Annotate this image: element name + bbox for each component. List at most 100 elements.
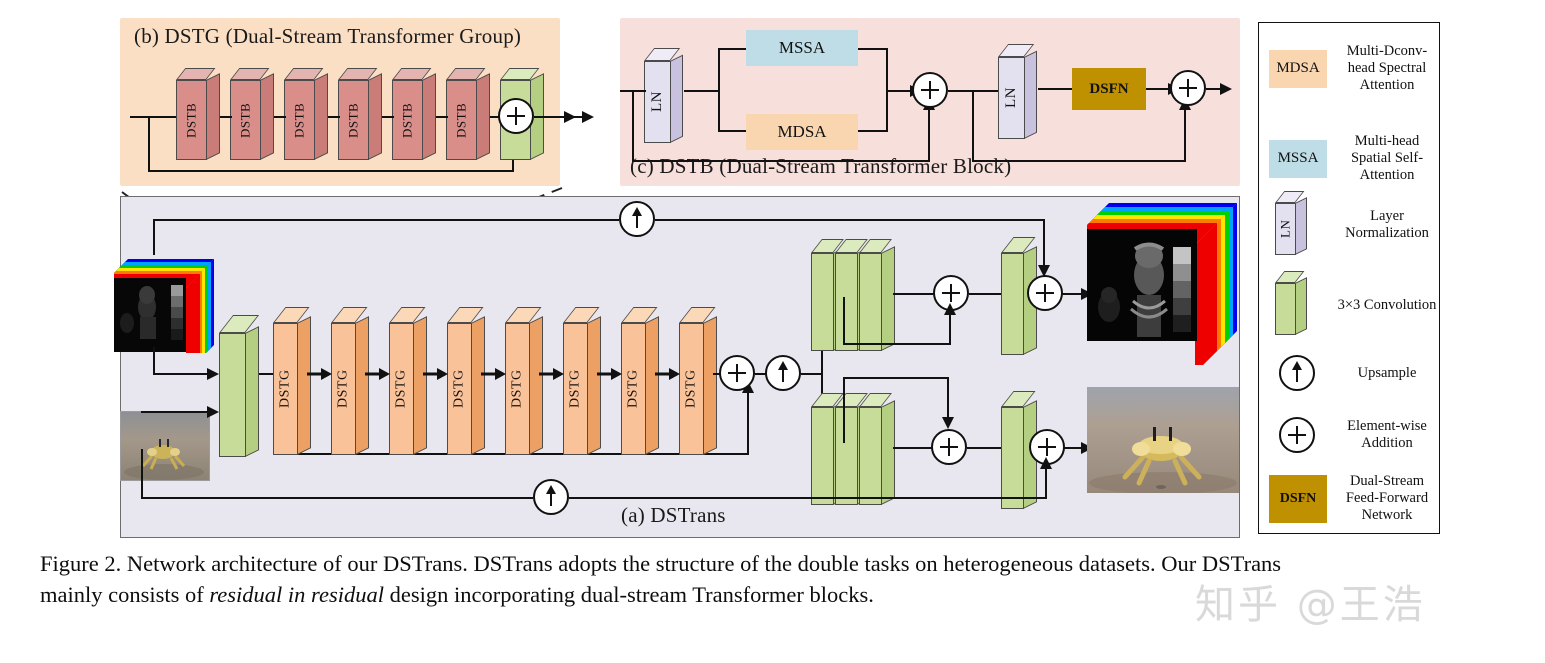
wire-a-bot-conv-out [893,447,943,449]
wire-a-bot-skip-down [947,377,949,419]
wire-b-skip [148,170,514,172]
legend-chip-mssa: MSSA [1269,139,1327,178]
legend-item-mdsa: MDSA Multi-Dconv-head Spectral Attention [1269,43,1439,94]
arrow-a-hsi-in [207,368,219,380]
caption-line-2-b: design incorporating dual-stream Transfo… [383,582,874,607]
wire-a-top-skip-down [843,297,845,345]
wire-a-hsi-to-conv [153,373,217,375]
arrow-dstg-2-3 [365,368,390,380]
wire-c-skip2-down [972,90,974,162]
wire-a-global-hsi-up [153,219,155,255]
wire-b-skip-down [148,116,150,172]
wire-a-bot-skip-v [843,377,845,443]
wire-c-skip1 [632,160,930,162]
wire-c-mid [948,90,1000,92]
wire-b-1 [220,116,232,118]
arrow-dstg-7-8 [655,368,680,380]
add-circle-a-main [719,355,755,391]
panel-dstrans: (a) DSTrans [114,196,1243,538]
wire-c-merge-h [886,90,920,92]
wire-a-global-rgb-up [1045,465,1047,499]
add-circle-top-2 [1027,275,1063,311]
wire-a-hsi-down [153,347,155,375]
wire-a-top-skip-up [949,311,951,343]
legend-text-mdsa: Multi-Dconv-head Spectral Attention [1346,43,1428,93]
legend-item-upsample: Upsample [1269,353,1439,393]
dstb-label-5: DSTB [399,102,415,138]
wire-a-top-conv-out [893,293,943,295]
caption-emphasis: residual in residual [209,582,384,607]
arrow-dstg-3-4 [423,368,448,380]
wire-b-5 [436,116,448,118]
wire-c-mssa-out [858,48,888,50]
wire-a-bot-out [1065,447,1089,449]
legend-chip-upsample [1269,353,1327,393]
dstg-label-2: DSTG [335,369,351,409]
panel-dstg: (b) DSTG (Dual-Stream Transformer Group)… [120,18,594,186]
dstg-label-6: DSTG [567,369,583,409]
wire-a-add-to-up [755,373,769,375]
dstg-label-5: DSTG [509,369,525,409]
wire-a-global-rgb-2 [569,497,1047,499]
legend-text-addition: Element-wise Addition [1347,418,1427,451]
arrow-dstg-1-2 [307,368,332,380]
wire-a-global-rgb-down [141,449,143,499]
mssa-block: MSSA [746,30,858,66]
arrow-b-out [564,111,576,123]
output-hyperspectral-cube [1087,203,1243,365]
dstg-label-1: DSTG [277,369,293,409]
legend-text-mssa: Multi-head Spatial Self-Attention [1350,133,1424,183]
arrow-a-global-rgb [1040,457,1052,469]
dstg-label-3: DSTG [393,369,409,409]
wire-a-branch-split [821,297,823,443]
legend-chip-mdsa: MDSA [1269,49,1327,88]
watermark: 知乎 @王浩 [1195,582,1426,628]
wire-c-to-mdsa [718,130,746,132]
arrow-a-top-skip [944,303,956,315]
wire-a-global-hsi-1 [153,219,619,221]
wire-a-up-out [801,373,823,375]
legend-text-upsample: Upsample [1357,364,1417,381]
panel-b-title: (b) DSTG (Dual-Stream Transformer Group) [134,24,522,48]
arrow-dstg-4-5 [481,368,506,380]
dstb-label-1: DSTB [183,102,199,138]
wire-b-3 [328,116,340,118]
wire-c-to-mssa [718,48,746,50]
add-circle-c-2 [1170,70,1206,106]
wire-a-top-skip [843,343,951,345]
panel-a-title: (a) DSTrans [621,503,726,527]
wire-c-to-dsfn [1038,88,1074,90]
dstg-label-4: DSTG [451,369,467,409]
wire-a-bot-skip-h [843,377,949,379]
caption-line-2: mainly consists of residual in residual … [40,579,1510,610]
legend-chip-dsfn: DSFN [1269,474,1327,523]
legend-item-ln: LN Layer Normalization [1269,191,1439,259]
legend-item-mssa: MSSA Multi-head Spatial Self-Attention [1269,133,1439,184]
input-rgb-image [120,411,210,481]
legend-chip-addition [1269,415,1327,455]
output-rgb-image [1087,387,1239,493]
ln-label-2: LN [1003,87,1019,109]
legend-text-ln: Layer Normalization [1345,208,1429,241]
add-circle-bottom-1 [931,429,967,465]
dstb-label-6: DSTB [453,102,469,138]
dstb-label-4: DSTB [345,102,361,138]
upsample-icon [1279,355,1315,391]
legend-item-dsfn: DSFN Dual-Stream Feed-Forward Network [1269,473,1439,524]
wire-a-top-out [1063,293,1089,295]
upsample-circle-top [619,201,655,237]
plus-icon [1279,417,1315,453]
dstg-label-8: DSTG [683,369,699,409]
panel-dstb: (c) DSTB (Dual-Stream Transformer Block)… [620,18,1240,186]
arrow-a-rgb-in [207,406,219,418]
upsample-circle-bottom [533,479,569,515]
legend-text-conv: 3×3 Convolution [1337,296,1437,313]
wire-a-rgb-to-conv [141,411,217,413]
arrow-a-bot-skip [942,417,954,429]
upsample-circle-main [765,355,801,391]
wire-a-global-rgb-1 [141,497,533,499]
legend-item-conv: 3×3 Convolution [1269,271,1439,339]
wire-c-split-v [718,48,720,132]
dstg-label-7: DSTG [625,369,641,409]
arrow-c-out [1220,83,1232,95]
